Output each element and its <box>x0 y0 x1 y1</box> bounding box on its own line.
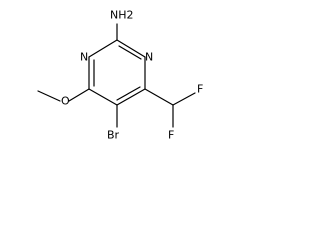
bond-c2-n1 <box>88 39 118 58</box>
bond-c2-n3 <box>116 39 146 58</box>
methoxy-o-label: O <box>61 95 70 108</box>
bond-c4-c5 <box>116 88 146 106</box>
amine-label: NH2 <box>110 9 134 22</box>
bond-c6-o <box>68 88 90 102</box>
ring-n1-label: N <box>80 51 88 64</box>
ring-n3-label: N <box>145 51 153 64</box>
bond-c6-c5 <box>88 88 118 106</box>
bond-o-methyl <box>37 90 61 102</box>
fluorine-top-label: F <box>197 83 203 96</box>
bond-c4-c5-double <box>116 86 141 101</box>
bond-c4-cf2h <box>144 88 174 106</box>
bromine-label: Br <box>107 129 120 142</box>
bond-c2-n3-double <box>118 45 142 60</box>
bond-cf2h-f-top <box>172 92 196 106</box>
fluorine-bottom-label: F <box>168 129 174 142</box>
chemical-structure: NH2 N N O Br F F <box>37 9 203 142</box>
